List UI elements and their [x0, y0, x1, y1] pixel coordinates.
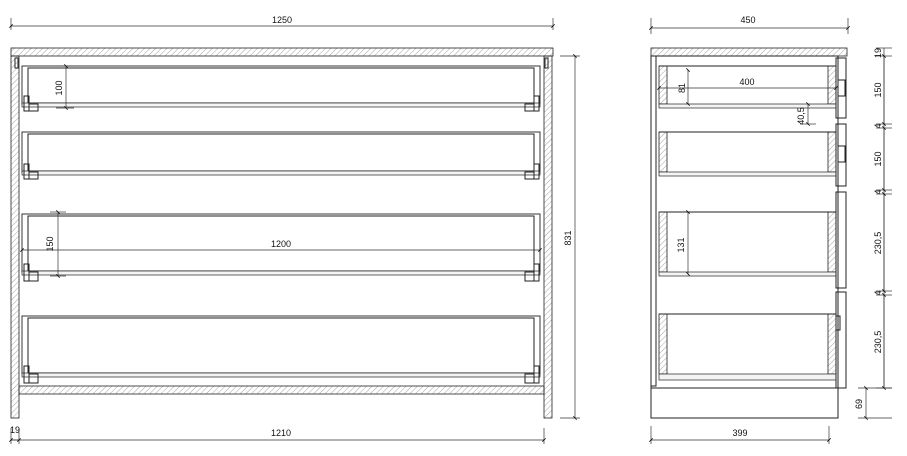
- dim-1210-label: 1210: [271, 428, 291, 438]
- front-view: 1250: [9, 15, 580, 444]
- dim-19-label: 19: [10, 425, 20, 435]
- dim-450-label: 450: [740, 15, 755, 25]
- side-drawer-3: [658, 191, 847, 289]
- dim-drawer-front-height: 100: [54, 64, 74, 110]
- dim-81-label: 81: [677, 83, 687, 93]
- side-carcass-outline: [650, 55, 839, 419]
- dim-150-b-label: 150: [873, 151, 883, 166]
- dim-drawer-side-height: 131: [676, 210, 690, 276]
- side-plinth: [650, 387, 839, 419]
- side-top-panel: [650, 47, 848, 57]
- carcass-bottom: [18, 385, 545, 395]
- side-view: 450: [649, 15, 892, 444]
- dim-inner-depth: 399: [649, 426, 831, 444]
- top-clip-right: [544, 57, 549, 69]
- dim-40-5-label: 40,5: [796, 107, 806, 125]
- dim-overall-width: 1250: [9, 15, 555, 30]
- carcass-right-side: [543, 55, 553, 419]
- carcass-left-side: [10, 55, 20, 419]
- side-drawer-4: [658, 291, 847, 389]
- dim-4-c-label: 4: [873, 290, 883, 295]
- dim-399-label: 399: [732, 428, 747, 438]
- dim-150-a-label: 150: [873, 82, 883, 97]
- dim-150-label: 150: [45, 236, 55, 251]
- dim-drawer-width: 1200: [20, 239, 542, 252]
- dim-4-b-label: 4: [873, 189, 883, 194]
- dim-131-label: 131: [676, 237, 686, 252]
- dim-1250-label: 1250: [272, 15, 292, 25]
- front-drawer-2: [21, 131, 541, 180]
- front-drawer-4: [21, 315, 541, 384]
- front-drawer-3: [21, 213, 541, 282]
- dim-depth: 450: [649, 15, 850, 34]
- front-drawer-1: [21, 65, 541, 112]
- dim-drawer-height: 150: [45, 210, 66, 278]
- side-back-panel: [650, 55, 657, 387]
- dim-4-a-label: 4: [873, 123, 883, 128]
- dim-69-label: 69: [854, 399, 864, 409]
- side-drawer-1: [658, 57, 847, 119]
- dim-plinth-height: 69: [854, 386, 892, 420]
- top-clip-left: [14, 57, 19, 69]
- side-drawer-2: [658, 123, 847, 187]
- dim-1200-label: 1200: [271, 239, 291, 249]
- dim-inner-width: 19 1210: [9, 425, 546, 444]
- dim-rail-height: 40,5: [796, 102, 816, 126]
- dim-front-small: 81: [677, 68, 690, 106]
- dim-230-5-a-label: 230,5: [873, 232, 883, 255]
- dim-831-label: 831: [563, 230, 573, 245]
- dim-400-label: 400: [739, 77, 754, 87]
- dim-vertical-chain: 19 150 4 150 4 230,5 4 230,5: [873, 47, 892, 390]
- dim-19-top-label: 19: [873, 48, 883, 58]
- dim-230-5-b-label: 230,5: [873, 331, 883, 354]
- carcass-top: [10, 47, 554, 57]
- dim-100-label: 100: [54, 80, 64, 95]
- dim-height: 831: [560, 54, 580, 420]
